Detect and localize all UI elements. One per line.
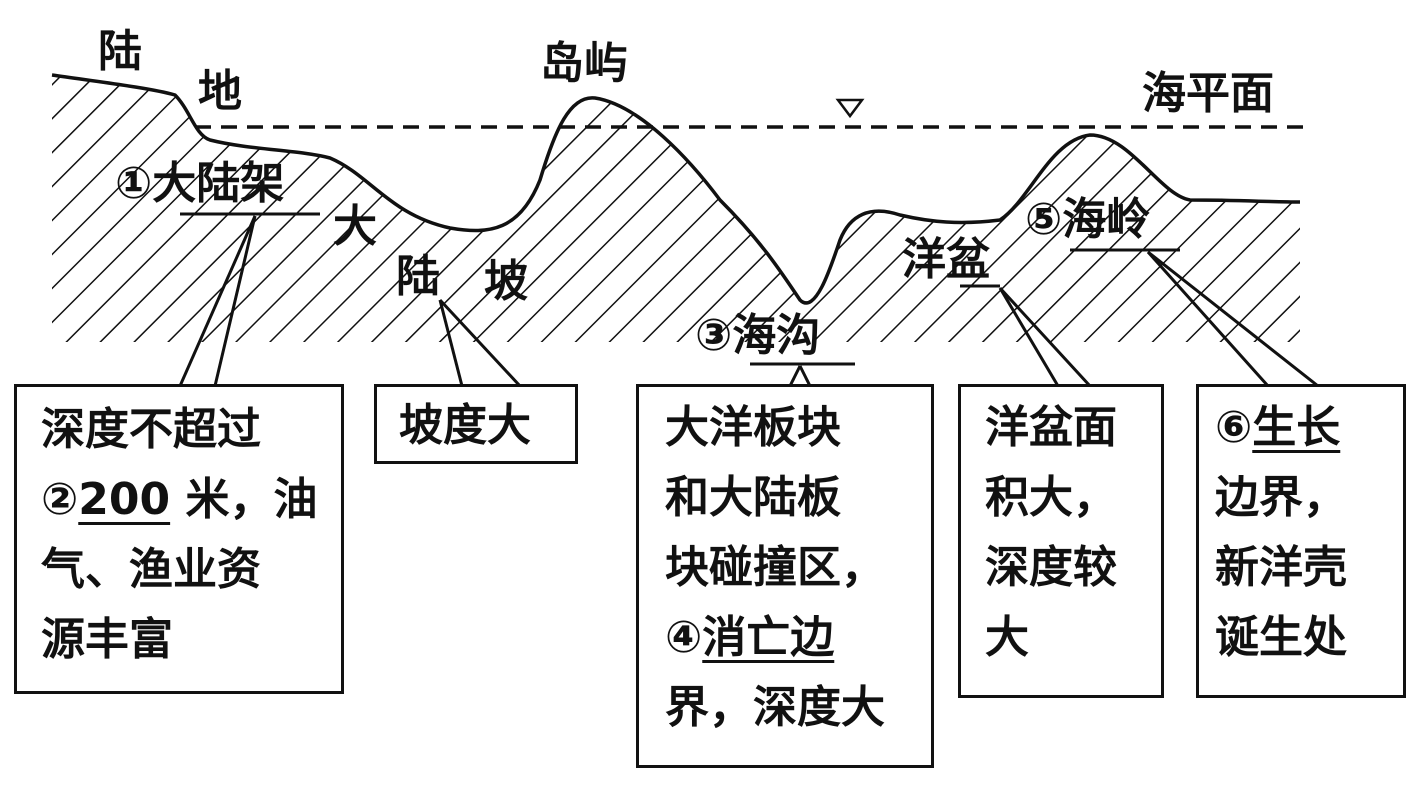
- label-land-2: 地: [198, 66, 242, 117]
- label-ocean-ridge: ⑤海岭: [1025, 198, 1150, 242]
- shelf-desc-line-1: 深度不超过: [41, 404, 261, 455]
- label-ocean-basin: 洋盆: [902, 234, 990, 285]
- trench-desc-line-2: 和大陆板: [665, 472, 841, 523]
- label-sea-level: 海平面: [1142, 68, 1274, 119]
- label-continental-shelf: ①大陆架: [115, 162, 284, 206]
- leader-lines: [178, 215, 1319, 388]
- trench-number: ③: [695, 310, 733, 361]
- box-ocean-basin: 洋盆面 积大， 深度较 大: [958, 384, 1164, 698]
- box-continental-slope: 坡度大: [374, 384, 578, 464]
- ridge-number: ⑤: [1025, 194, 1063, 245]
- shelf-term: 大陆架: [152, 158, 285, 209]
- slope-desc-line-1: 坡度大: [399, 400, 531, 451]
- trench-desc-line-4: ④消亡边: [665, 603, 931, 673]
- sea-level-marker-icon: [835, 98, 865, 119]
- basin-desc-line-2: 积大，: [985, 472, 1117, 523]
- box-continental-shelf: 深度不超过 ②200 米，油 气、渔业资 源丰富: [14, 384, 344, 694]
- basin-desc-line-1: 洋盆面: [985, 402, 1117, 453]
- shelf-desc-number: ②: [41, 474, 79, 525]
- ridge-desc-number: ⑥: [1215, 402, 1253, 453]
- ridge-desc-boundary: 生长: [1252, 402, 1341, 453]
- trench-desc-number: ④: [665, 612, 703, 663]
- trench-term: 海沟: [732, 310, 821, 361]
- shelf-desc-depth-value: 200: [78, 474, 171, 525]
- trench-desc-boundary: 消亡边: [702, 612, 835, 663]
- ridge-desc-line-2: 边界，: [1215, 472, 1347, 523]
- ridge-desc-line-1: ⑥生长: [1215, 393, 1403, 463]
- shelf-desc-line-2: ②200 米，油: [41, 465, 341, 535]
- label-slope-1: 大: [333, 201, 377, 252]
- label-slope-2: 陆: [396, 251, 440, 302]
- ridge-desc-line-4: 诞生处: [1215, 612, 1347, 663]
- seafloor-hatched-area: [52, 75, 1300, 342]
- basin-desc-line-4: 大: [985, 612, 1029, 663]
- ridge-term: 海岭: [1062, 194, 1151, 245]
- shelf-desc-line-3: 气、渔业资: [41, 544, 261, 595]
- shelf-desc-line-2-rest: 米，油: [170, 474, 318, 525]
- ridge-desc-line-3: 新洋壳: [1215, 542, 1347, 593]
- box-trench: 大洋板块 和大陆板 块碰撞区， ④消亡边 界，深度大: [636, 384, 934, 768]
- basin-desc-line-3: 深度较: [985, 542, 1117, 593]
- label-slope-3: 坡: [484, 256, 528, 307]
- trench-desc-line-3: 块碰撞区，: [665, 542, 885, 593]
- trench-desc-line-5: 界，深度大: [665, 682, 885, 733]
- seafloor-profile-line: [51, 73, 1301, 305]
- label-island: 岛屿: [540, 38, 628, 89]
- label-trench: ③海沟: [695, 314, 820, 358]
- trench-desc-line-1: 大洋板块: [665, 402, 841, 453]
- shelf-desc-line-4: 源丰富: [41, 614, 173, 665]
- box-ocean-ridge: ⑥生长 边界， 新洋壳 诞生处: [1196, 384, 1406, 698]
- label-land-1: 陆: [98, 26, 142, 77]
- shelf-number: ①: [115, 158, 153, 209]
